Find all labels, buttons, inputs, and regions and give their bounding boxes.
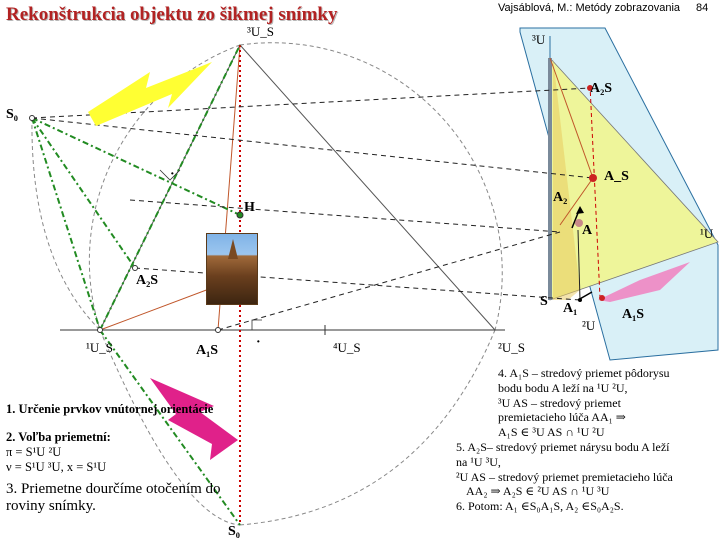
angle-dot-2: · <box>256 335 261 350</box>
label-a1s-left: A₁S <box>196 343 218 358</box>
label-3us: ³U_S <box>247 24 274 39</box>
slide-title: Rekonštrukcia objektu zo šikmej snímky <box>6 4 338 25</box>
line-3us-2us <box>239 44 496 331</box>
yellow-lightning-arrow <box>88 62 212 126</box>
point-a1s <box>215 327 221 333</box>
label-as: A_S <box>604 169 629 184</box>
notes-block: 4. A₁S – stredový priemet pôdorysu bodu … <box>456 366 718 514</box>
dashed-circle-bottom <box>99 329 241 526</box>
note-4a: 4. A₁S – stredový priemet pôdorysu <box>498 366 670 380</box>
orange-a2s-1us <box>99 282 226 331</box>
step-1: 1. Určenie prvkov vnútornej orientácie <box>6 402 214 416</box>
orange-right-2 <box>559 177 594 226</box>
label-a1s-right: A₁S <box>622 307 644 322</box>
point-1us <box>97 327 103 333</box>
step-3: 3. Priemetne dourčíme otočením do roviny… <box>6 481 241 515</box>
black-line-a <box>577 229 581 301</box>
label-a2s-left: A₂S <box>136 273 158 288</box>
green-s0-1us <box>31 117 101 331</box>
point-as <box>589 174 597 182</box>
angle-dot-1: · <box>170 167 175 182</box>
note-4c: ³U AS – stredový priemet <box>498 395 621 410</box>
dashed-circle-right <box>239 42 503 331</box>
point-a2s <box>132 265 138 271</box>
dashed-a1s-line <box>217 231 561 331</box>
label-a2s-right: A₂S <box>590 81 612 96</box>
right-angle-1 <box>159 169 181 181</box>
note-5a: 5. A₂S– stredový priemet nárysu bodu A l… <box>456 439 670 454</box>
label-2u: ²U <box>582 318 596 333</box>
dashed-s0-as <box>31 117 594 179</box>
green-1us-s0 <box>99 329 241 526</box>
note-4b: bodu bodu A leží na ¹U ²U, <box>498 380 628 395</box>
step-2-title: 2. Voľba priemetní: <box>6 430 111 444</box>
orange-right <box>549 57 594 179</box>
page-number: 84 <box>696 2 709 14</box>
red-dashed-right <box>589 84 601 299</box>
dashed-circle-bottom-right <box>239 329 496 526</box>
point-h <box>236 211 244 219</box>
note-6: 6. Potom: A₁ ∈S₀A₁S, A₂ ∈S₀A₂S. <box>456 499 624 514</box>
label-s: S <box>540 294 548 309</box>
cathedral-photo <box>206 233 258 305</box>
label-3u: ³U <box>532 32 546 47</box>
step-3-text: 3. Priemetne dourčíme otočením do roviny… <box>6 481 221 514</box>
spatial-triangle-shadow <box>553 58 580 300</box>
step-2-line-1: π = S¹U ²U <box>6 445 62 459</box>
dashed-circle-left <box>88 44 241 331</box>
label-h: H <box>244 200 255 215</box>
note-4e: A₁S ∈ ³U AS ∩ ¹U ²U <box>498 425 605 440</box>
label-s0: S₀ <box>6 107 18 122</box>
green-s0-h <box>31 117 241 216</box>
header-credit: Vajsáblová, M.: Metódy zobrazovania <box>498 2 680 14</box>
label-s0-bottom: S₀ <box>228 524 240 539</box>
label-a: A <box>582 223 593 238</box>
magenta-lightning-arrow <box>150 378 238 460</box>
pink-region <box>598 262 690 302</box>
green-s0-a2s <box>31 117 136 269</box>
label-4us: ⁴U_S <box>333 340 361 355</box>
point-s0 <box>29 115 35 121</box>
point-a2s-right <box>587 85 593 91</box>
note-5c: ²U AS – stredový priemet premietacieho l… <box>456 469 673 484</box>
point-a1 <box>578 298 582 302</box>
arrow-head-a2 <box>576 206 584 214</box>
point-a2-right <box>575 219 583 227</box>
label-a2: A₂ <box>553 190 567 205</box>
label-1u-right: ¹U <box>700 226 714 241</box>
label-a1: A₁ <box>563 301 577 316</box>
label-1us: ¹U_S <box>86 340 113 355</box>
note-5b: na ¹U ³U, <box>456 454 501 469</box>
dashed-arc-s0 <box>31 117 101 331</box>
green-1us-3us <box>99 44 241 331</box>
point-a1s-right <box>599 295 605 301</box>
note-4d: premietacieho lúča AA₁ ⇒ <box>498 410 626 425</box>
step-2-line-2: ν = S¹U ³U, x = S¹U <box>6 460 107 474</box>
note-5d: AA₂ ⇒ A₂S ∈ ²U AS ∩ ¹U ³U <box>466 484 610 499</box>
step-2: 2. Voľba priemetní: π = S¹U ²U ν = S¹U ³… <box>6 430 241 475</box>
label-2us: ²U_S <box>498 340 525 355</box>
right-angle-2 <box>251 319 262 330</box>
dashed-a2s-left <box>134 267 581 301</box>
